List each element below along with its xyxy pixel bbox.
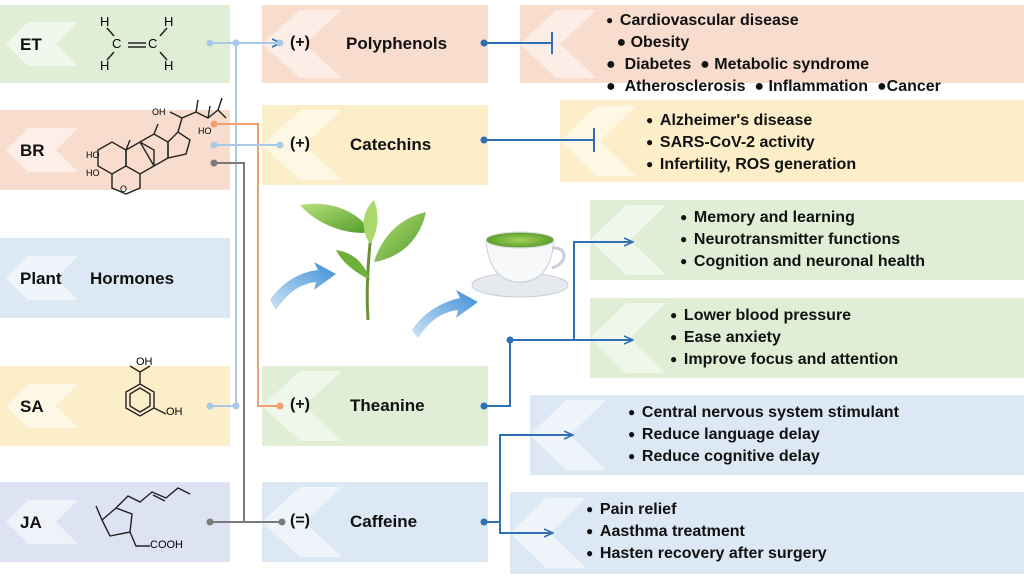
panel-polyphenols bbox=[262, 5, 488, 83]
effect-item: Alzheimer's disease bbox=[646, 110, 856, 132]
label-plant: Plant bbox=[20, 269, 62, 288]
br-ho-1: HO bbox=[86, 150, 100, 160]
br-ho-low: HO bbox=[198, 126, 212, 136]
effects-theanine-a: Memory and learning Neurotransmitter fun… bbox=[680, 207, 925, 273]
sa-oh-ring: OH bbox=[166, 406, 183, 418]
panel-sa bbox=[0, 366, 230, 446]
effect-item: ● Inflammation bbox=[749, 78, 869, 95]
label-br: BR bbox=[20, 141, 45, 160]
effect-item: Cognition and neuronal health bbox=[680, 251, 925, 273]
effect-item: Reduce cognitive delay bbox=[628, 446, 899, 468]
tea-cup-illustration bbox=[471, 231, 569, 298]
panel-caffeine bbox=[262, 482, 488, 562]
effect-item: ● Diabetes bbox=[606, 56, 692, 73]
ethylene-c1: C bbox=[112, 36, 122, 51]
effect-item: ● Atherosclerosis bbox=[606, 78, 746, 95]
tea-leaf-illustration bbox=[300, 200, 426, 321]
ethylene-h4: H bbox=[164, 58, 174, 73]
effect-dots bbox=[480, 39, 514, 526]
effects-polyphenols: Cardiovascular disease ● Obesity ● Diabe… bbox=[606, 10, 1016, 98]
effect-item: Infertility, ROS generation bbox=[646, 154, 856, 176]
effect-item: Neurotransmitter functions bbox=[680, 229, 925, 251]
label-polyphenols: Polyphenols bbox=[346, 34, 448, 53]
process-arrows bbox=[270, 262, 478, 338]
label-ja: JA bbox=[20, 513, 42, 532]
sign-polyphenols: (+) bbox=[290, 34, 310, 51]
br-oh: OH bbox=[152, 107, 166, 117]
effects-caffeine-b: Pain relief Aasthma treatment Hasten rec… bbox=[586, 499, 827, 565]
hormone-connectors bbox=[210, 43, 282, 523]
effect-item: ● Metabolic syndrome bbox=[695, 56, 869, 73]
effect-item: Hasten recovery after surgery bbox=[586, 543, 827, 565]
brassinolide-structure bbox=[97, 97, 227, 195]
panel-et bbox=[0, 5, 230, 83]
panel-plant-hormones bbox=[0, 238, 230, 318]
effect-item: Cardiovascular disease bbox=[606, 10, 1016, 32]
ethylene-h3: H bbox=[164, 14, 174, 29]
panel-theanine bbox=[262, 366, 488, 446]
ethylene-structure bbox=[106, 27, 168, 61]
effect-item: Improve focus and attention bbox=[670, 349, 898, 371]
sign-caffeine: (=) bbox=[290, 512, 310, 529]
ethylene-c2: C bbox=[148, 36, 158, 51]
label-sa: SA bbox=[20, 397, 44, 416]
effects-catechins: Alzheimer's disease SARS-CoV-2 activity … bbox=[646, 110, 856, 176]
effect-item: Ease anxiety bbox=[670, 327, 898, 349]
ethylene-h2: H bbox=[100, 58, 110, 73]
ethylene-h1: H bbox=[100, 14, 110, 29]
effect-item: Reduce language delay bbox=[628, 424, 899, 446]
panel-ja bbox=[0, 482, 230, 562]
label-caffeine: Caffeine bbox=[350, 512, 418, 531]
connector-dots bbox=[206, 39, 286, 526]
effect-item: SARS-CoV-2 activity bbox=[646, 132, 856, 154]
effect-item: ●Cancer bbox=[872, 78, 941, 95]
br-ho-2: HO bbox=[86, 168, 100, 178]
panel-catechins bbox=[262, 105, 488, 185]
sign-catechins: (+) bbox=[290, 135, 310, 152]
panel-br bbox=[0, 110, 230, 190]
effect-item: ● Obesity bbox=[616, 34, 690, 51]
effect-item: Memory and learning bbox=[680, 207, 925, 229]
br-o: O bbox=[120, 184, 128, 194]
effect-item: Aasthma treatment bbox=[586, 521, 827, 543]
jasmonic-acid-structure bbox=[95, 487, 191, 547]
label-theanine: Theanine bbox=[350, 396, 425, 415]
sign-theanine: (+) bbox=[290, 396, 310, 413]
effect-item: Central nervous system stimulant bbox=[628, 402, 899, 424]
effects-caffeine-a: Central nervous system stimulant Reduce … bbox=[628, 402, 899, 468]
effects-theanine-b: Lower blood pressure Ease anxiety Improv… bbox=[670, 305, 898, 371]
label-hormones: Hormones bbox=[90, 269, 175, 288]
salicylic-acid-structure bbox=[125, 365, 167, 417]
effect-item: Lower blood pressure bbox=[670, 305, 898, 327]
effect-item: Pain relief bbox=[586, 499, 827, 521]
label-et: ET bbox=[20, 35, 42, 54]
label-catechins: Catechins bbox=[350, 135, 432, 154]
sa-oh-top: OH bbox=[136, 356, 153, 368]
ja-cooh: COOH bbox=[150, 539, 183, 551]
effect-connectors bbox=[484, 32, 632, 533]
